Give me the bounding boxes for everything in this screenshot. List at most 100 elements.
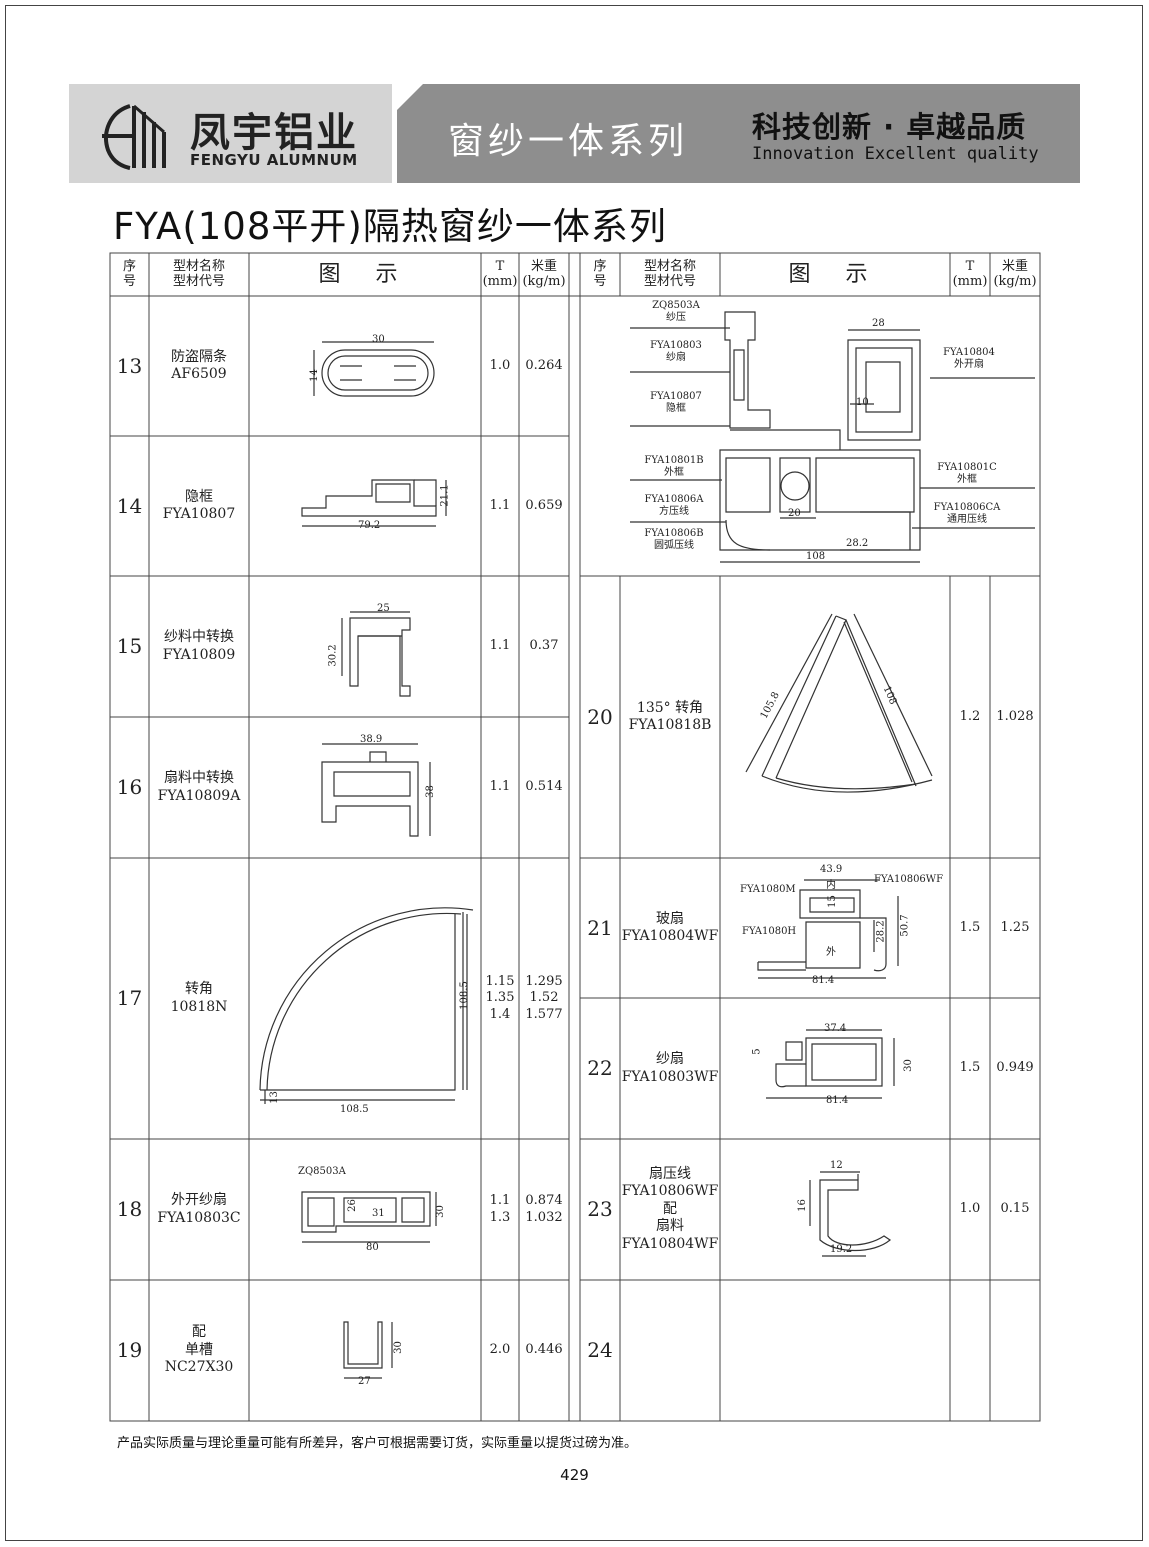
slogan-cn: 科技创新 · 卓越品质 xyxy=(752,110,1027,144)
profile-name-text: 纱料中转换 xyxy=(164,629,234,645)
header-name: 型材名称型材代号 xyxy=(149,253,249,296)
dim-label: 81.4 xyxy=(812,975,835,986)
assembly-label-name: 通用压线 xyxy=(947,513,987,525)
assembly-label-code: FYA10801B xyxy=(644,455,704,466)
header-seq-l2: 号 xyxy=(593,273,607,289)
assembly-label-name: 圆弧压线 xyxy=(654,539,694,551)
dim-label: 80 xyxy=(366,1242,379,1253)
profile-code: FYA10809 xyxy=(162,646,236,663)
weight-value: 1.295 xyxy=(525,974,563,990)
header-t: T(mm) xyxy=(481,253,519,296)
assembly-label-name: 纱扇 xyxy=(666,351,686,363)
profile-name-pair: 配 xyxy=(663,1200,677,1217)
dim-label: 30.2 xyxy=(327,644,339,667)
profile-name-text: 隐框 xyxy=(185,488,213,505)
profile-name-text: 135° 转角 xyxy=(636,699,704,716)
profile-drawing-FYA10807 xyxy=(301,479,447,527)
assembly-label-code: ZQ8503A xyxy=(652,300,700,311)
dim-label: 38.9 xyxy=(360,734,383,745)
dim-label: 28.2 xyxy=(846,538,869,549)
thickness: 1.1 xyxy=(489,779,511,795)
header-weight: 米重(kg/m) xyxy=(519,253,569,296)
header-seq-l1: 序 xyxy=(122,258,136,274)
slogan-en: Innovation Excellent quality xyxy=(752,144,1039,164)
profile-code: NC27X30 xyxy=(164,1359,234,1376)
header-weight-l1: 米重 xyxy=(1001,258,1028,274)
assembly-section-drawing xyxy=(630,311,1035,563)
profile-code: FYA10809A xyxy=(157,787,241,804)
thickness-value: 1.15 xyxy=(485,974,515,990)
page-number: 429 xyxy=(560,1466,589,1484)
dim-label: 108.5 xyxy=(340,1104,369,1115)
page-title: FYA(108平开)隔热窗纱一体系列 xyxy=(113,205,667,248)
dim-label: 38 xyxy=(424,785,436,798)
row-number: 15 xyxy=(116,634,143,658)
profile-code: FYA10804WF xyxy=(621,928,719,944)
dim-label: 26 xyxy=(346,1199,358,1212)
thickness: 1.5 xyxy=(959,1060,981,1076)
dim-label: ZQ8503A xyxy=(298,1166,346,1177)
header-figure: 图 示 xyxy=(318,261,412,287)
profile-name-text: 单槽 xyxy=(185,1341,213,1358)
unit-weight: 0.514 xyxy=(525,779,563,795)
row-number: 19 xyxy=(116,1338,143,1362)
assembly-label-code: FYA10803 xyxy=(650,340,702,351)
brand-name-en: FENGYU ALUMNUM xyxy=(190,151,358,169)
header-name-l1: 型材名称 xyxy=(643,258,696,274)
assembly-label-code: FYA10804 xyxy=(943,347,995,358)
thickness: 1.1 xyxy=(489,497,511,513)
header-weight-l2: (kg/m) xyxy=(522,273,566,289)
unit-weight: 0.446 xyxy=(525,1342,563,1358)
dim-label: 内 xyxy=(826,880,836,891)
thickness-value: 1.1 xyxy=(489,1193,511,1209)
profile-drawing-NC27X30 xyxy=(343,1321,393,1379)
assembly-label-code: FYA10807 xyxy=(650,391,702,402)
dim-label: FYA1080M xyxy=(740,884,796,895)
header-name-l2: 型材代号 xyxy=(172,273,225,289)
profile-name-text: 扇料中转换 xyxy=(164,770,234,786)
profile-code: FYA10818B xyxy=(628,717,712,733)
profile-drawing-10818N xyxy=(259,907,474,1104)
thickness: 2.0 xyxy=(489,1342,511,1358)
dim-label: 14 xyxy=(308,369,320,382)
dim-label: 21.1 xyxy=(439,484,451,507)
weight-value: 1.52 xyxy=(529,990,559,1006)
profile-name-text: 外开纱扇 xyxy=(171,1192,227,1208)
series-banner xyxy=(397,84,1080,183)
thickness: 1.0 xyxy=(489,357,511,373)
dim-label: FYA1080H xyxy=(742,926,797,937)
brand-name-cn: 凤宇铝业 xyxy=(190,110,358,156)
assembly-label-name: 外开扇 xyxy=(954,358,984,370)
dim-label: 19.2 xyxy=(830,1244,853,1255)
row-number: 13 xyxy=(116,353,143,378)
dim-label: 12 xyxy=(830,1160,843,1171)
header-weight-right: 米重(kg/m) xyxy=(990,253,1040,296)
header-seq-right: 序号 xyxy=(580,253,620,296)
weight-value: 0.874 xyxy=(525,1193,563,1209)
header-t-l1: T xyxy=(965,258,975,274)
assembly-label-code: FYA10806B xyxy=(644,528,704,539)
weight-value: 1.032 xyxy=(525,1209,563,1225)
dim-label: 30 xyxy=(372,334,385,345)
profile-code: FYA10803WF xyxy=(621,1068,719,1085)
profile-code: AF6509 xyxy=(171,366,227,382)
dim-label: 16 xyxy=(796,1199,808,1212)
dim-label: 37.4 xyxy=(824,1023,847,1034)
dim-label: 79.2 xyxy=(358,520,381,531)
weight-value: 1.577 xyxy=(525,1006,563,1022)
assembly-label-name: 纱压 xyxy=(666,311,686,323)
dim-label: 10 xyxy=(856,397,869,408)
assembly-label-code: FYA10801C xyxy=(937,462,997,473)
profile-drawing-FYA10803C xyxy=(301,1191,437,1243)
unit-weight: 0.949 xyxy=(996,1060,1034,1076)
